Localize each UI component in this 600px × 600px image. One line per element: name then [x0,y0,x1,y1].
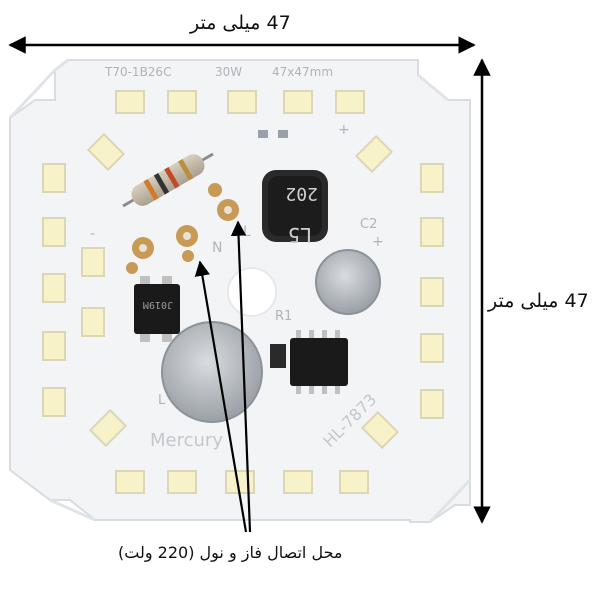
led-chip [81,307,105,337]
solder-pads [126,183,239,274]
led-chip [115,90,145,114]
chip-bridge: J019M [134,276,180,342]
led-chip [42,163,66,193]
led-chip [420,333,444,363]
svg-text:202: 202 [285,183,318,204]
led-chip [86,132,126,172]
led-chip [42,387,66,417]
led-array [42,90,444,494]
resistor [122,152,214,208]
mounting-hole [227,267,277,317]
led-chip [81,247,105,277]
led-chip [283,90,313,114]
board-size: 47x47mm [272,65,333,79]
led-chip [360,410,400,450]
label-l-mark: L [158,393,166,408]
led-chip [339,470,369,494]
led-chip [115,470,145,494]
led-chip [42,273,66,303]
led-chip [225,470,255,494]
led-chip [42,217,66,247]
svg-text:J019M: J019M [143,299,173,310]
led-chip [354,134,394,174]
led-chip [283,470,313,494]
pointer-line-n [194,260,248,533]
plus-mark: + [372,234,384,250]
led-chip [420,277,444,307]
led-chip [420,389,444,419]
minus-mark: - [90,226,95,242]
pointer-line-l [230,220,252,533]
label-l: L [243,224,251,240]
board-brand: Mercury [150,430,223,451]
width-caption: 47 میلی متر [190,12,291,34]
led-chip [42,331,66,361]
smd-resistor [270,344,286,368]
height-caption: 47 میلی متر [488,290,589,312]
label-c2: C2 [360,217,377,232]
capacitor-large [161,321,263,423]
inductor: 202 L5 [262,170,328,247]
plus-mark: + [338,122,350,138]
led-chip [335,90,365,114]
chip-driver [290,330,348,394]
led-chip [167,470,197,494]
label-n: N [212,240,222,256]
led-chip [420,163,444,193]
connection-caption: محل اتصال فاز و نول (220 ولت) [118,543,343,562]
capacitor-c2 [315,249,381,315]
label-r1: R1 [275,309,292,324]
led-chip [88,408,128,448]
svg-text:L5: L5 [288,223,312,247]
led-chip [167,90,197,114]
led-chip [227,90,257,114]
board-power: 30W [215,65,242,79]
led-chip [420,217,444,247]
board-model: T70-1B26C [104,65,171,79]
